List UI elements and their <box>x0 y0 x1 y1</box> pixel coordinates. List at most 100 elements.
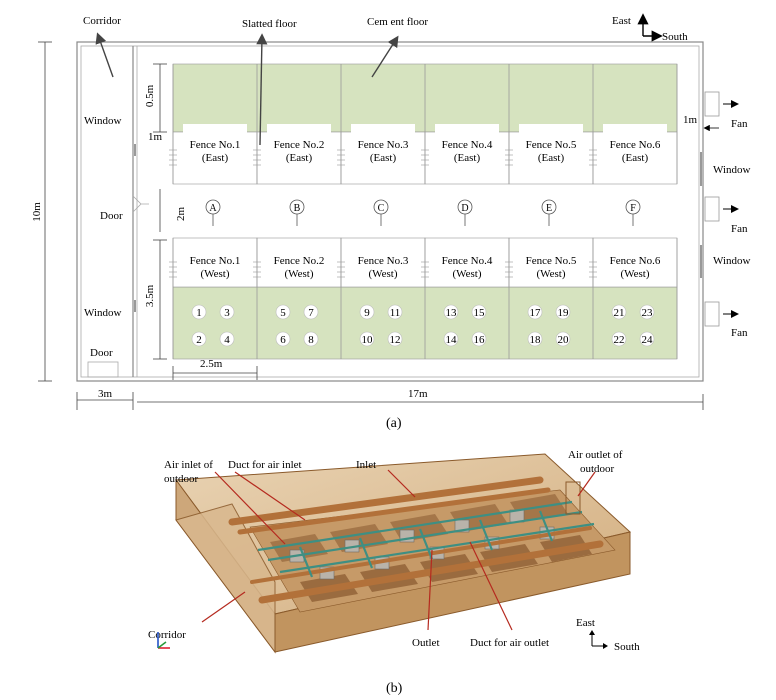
pig-number: 12 <box>390 334 401 346</box>
aisle-point-label: F <box>630 203 636 214</box>
air-outlet-label-line1: Air outlet of <box>568 449 623 461</box>
east-fence-side: (East) <box>538 152 565 164</box>
label-pointers <box>201 469 596 631</box>
east-fence-label-bg <box>183 124 247 136</box>
pig-marker <box>527 304 543 320</box>
east-fence-label-bg <box>603 124 667 136</box>
pig-number: 9 <box>364 307 370 319</box>
pig-number: 22 <box>614 334 625 346</box>
east-fence-name: Fence No.1 <box>190 139 241 151</box>
west-fence-name: Fence No.5 <box>526 255 577 267</box>
pig-marker <box>611 331 627 347</box>
pig-marker <box>303 331 319 347</box>
aisle-point-label: A <box>209 203 217 214</box>
left-window-bottom-label: Window <box>84 307 121 319</box>
west-fence-name: Fence No.3 <box>358 255 409 267</box>
dim-east-depth: 1m <box>148 131 163 143</box>
aisle-point-label: C <box>378 203 385 214</box>
east-fence-box <box>592 131 678 185</box>
outlet-label: Outlet <box>412 637 440 649</box>
pig-marker <box>191 331 207 347</box>
caption-a: (a) <box>386 416 402 431</box>
east-fence-name: Fence No.3 <box>358 139 409 151</box>
fan-mid-label: Fan <box>731 223 748 235</box>
pig-number: 16 <box>474 334 486 346</box>
right-window-bottom-label: Window <box>713 255 750 267</box>
slatted-floor-pointer <box>256 33 268 146</box>
pig-marker <box>191 304 207 320</box>
east-fence-name: Fence No.2 <box>274 139 325 151</box>
corridor-block <box>175 503 276 654</box>
east-fence-side: (East) <box>202 152 229 164</box>
fan-top-label: Fan <box>731 118 748 130</box>
east-fence-label-bg <box>351 124 415 136</box>
caption-b: (b) <box>386 681 403 696</box>
pig-number: 24 <box>642 334 654 346</box>
pig-marker <box>611 304 627 320</box>
west-fence-name: Fence No.6 <box>610 255 661 267</box>
west-fence-box <box>508 237 594 288</box>
west-fence-side: (West) <box>620 268 649 280</box>
east-fence-name: Fence No.6 <box>610 139 661 151</box>
west-fence-side: (West) <box>200 268 229 280</box>
west-fence-box <box>424 237 510 288</box>
east-fence-name: Fence No.5 <box>526 139 577 151</box>
east-fence-side: (East) <box>454 152 481 164</box>
fan-mid-box <box>704 196 720 222</box>
pig-number: 14 <box>446 334 458 346</box>
corridor-3d-label: Corridor <box>148 629 186 641</box>
west-fence-side: (West) <box>536 268 565 280</box>
fan-bottom-label: Fan <box>731 327 748 339</box>
west-fence-box <box>256 237 342 288</box>
pig-number: 1 <box>196 307 202 319</box>
cement-floor-label: Cem ent floor <box>367 16 428 28</box>
pig-marker <box>359 331 375 347</box>
outlet-ducts <box>257 500 595 578</box>
east-fence-name: Fence No.4 <box>442 139 493 151</box>
pig-marker <box>219 304 235 320</box>
pig-number: 7 <box>308 307 314 319</box>
corridor-pointer <box>95 32 114 78</box>
corridor-door-mid <box>132 195 149 213</box>
west-fence-name: Fence No.1 <box>190 255 241 267</box>
pig-number: 6 <box>280 334 286 346</box>
pig-number: 23 <box>642 307 654 319</box>
east-fence-label-bg <box>267 124 331 136</box>
dim-fence-width: 2.5m <box>200 358 223 370</box>
east-fence-box <box>256 131 342 185</box>
pig-marker <box>387 304 403 320</box>
pig-marker <box>527 331 543 347</box>
aisle-point-label: D <box>461 203 468 214</box>
dim-corridor-width: 3m <box>98 388 113 400</box>
pig-number: 20 <box>558 334 570 346</box>
duct-outlet-label: Duct for air outlet <box>470 637 549 649</box>
dim-total-height: 10m <box>31 202 43 222</box>
west-fence-side: (West) <box>284 268 313 280</box>
slatted-floor-label: Slatted floor <box>242 18 297 30</box>
air-outlet-label-line2: outdoor <box>580 463 615 475</box>
left-window-top-label: Window <box>84 115 121 127</box>
duct-inlet-label: Duct for air inlet <box>228 459 302 471</box>
pig-marker <box>303 304 319 320</box>
pig-number: 13 <box>446 307 458 319</box>
east-fence-box <box>424 131 510 185</box>
air-inlet-label-line1: Air inlet of <box>164 459 213 471</box>
fan-top-box <box>704 91 720 117</box>
pig-marker <box>555 331 571 347</box>
compass-south-label: South <box>662 31 688 43</box>
pig-marker <box>471 304 487 320</box>
dim-total-length: 17m <box>408 388 428 400</box>
air-outlet-box <box>565 481 581 515</box>
pig-number: 5 <box>280 307 286 319</box>
west-fence-side: (West) <box>368 268 397 280</box>
ventilation-3d-model: Air inlet of outdoor Duct for air inlet … <box>148 449 640 696</box>
left-door-mid-label: Door <box>100 210 123 222</box>
pig-marker <box>639 331 655 347</box>
pig-number: 4 <box>224 334 230 346</box>
pig-marker <box>639 304 655 320</box>
corridor-door-bottom <box>87 361 119 378</box>
east-fence-side: (East) <box>370 152 397 164</box>
east-fence-label-bg <box>435 124 499 136</box>
